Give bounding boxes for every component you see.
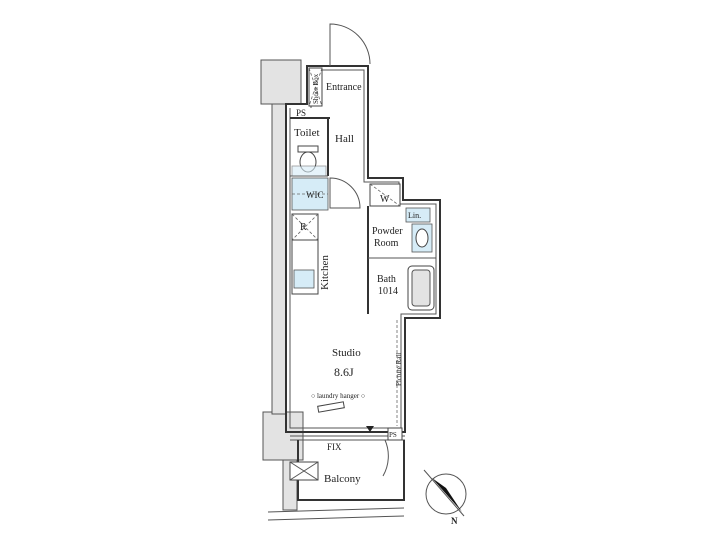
- shoes-box-label: Shoes Box: [312, 73, 320, 104]
- kitchen-sink: [293, 269, 315, 289]
- laundry-hanger-bar: [317, 401, 345, 413]
- wic-label: WIC: [306, 190, 324, 200]
- toilet-tank: [297, 145, 319, 153]
- ps-bottom-label: PS: [389, 431, 397, 439]
- balcony-door-swing: [345, 439, 389, 477]
- balcony-label: Balcony: [324, 473, 361, 485]
- laundry-hanger-label: ○ laundry hanger ○: [311, 392, 365, 400]
- kitchen-label: Kitchen: [319, 255, 331, 290]
- ps-bottom-box: [387, 427, 403, 441]
- linen-cabinet: [405, 207, 431, 223]
- bath-label-1: Bath: [377, 274, 396, 285]
- compass-north-label: N: [451, 516, 458, 526]
- refrigerator-label: R: [300, 222, 307, 233]
- toilet-label: Toilet: [294, 127, 320, 139]
- exterior-wall: [285, 65, 441, 433]
- linen-label: Lin.: [408, 211, 421, 220]
- studio-label: Studio: [332, 347, 361, 359]
- washer-label: W: [380, 194, 390, 205]
- refrigerator-cross-b: [291, 213, 319, 241]
- fix-label: FIX: [327, 442, 342, 452]
- compass-axis: [423, 469, 465, 517]
- refrigerator-cross-a: [291, 213, 319, 241]
- exterior-wall-inner: [289, 69, 437, 429]
- hall-label: Hall: [335, 133, 354, 145]
- studio-size-label: 8.6J: [334, 365, 354, 379]
- compass-ring: [425, 473, 467, 515]
- powder-room-label-1: Powder: [372, 226, 403, 237]
- ps-top-label: PS: [296, 108, 306, 118]
- shoes-box-cross-b: [308, 67, 323, 107]
- powder-basin: [415, 228, 429, 248]
- entrance-label: Entrance: [326, 82, 362, 93]
- picture-rail-label: Picture Rail: [395, 353, 403, 386]
- balcony-handrail: [267, 507, 405, 521]
- balcony-unit-cross-b: [289, 461, 319, 481]
- bath-label-2: 1014: [378, 286, 398, 297]
- entrance-door-swing: [329, 23, 371, 66]
- bathtub-inner: [411, 269, 431, 307]
- column-strip-left: [271, 103, 287, 415]
- compass-needle-icon: [432, 478, 462, 512]
- window-marker: [366, 426, 374, 432]
- powder-room-label-2: Room: [374, 238, 399, 249]
- wic-door-swing: [329, 177, 361, 209]
- column-top-left: [260, 59, 302, 105]
- washer-diag: [369, 183, 401, 207]
- toilet-wet-floor: [291, 165, 327, 177]
